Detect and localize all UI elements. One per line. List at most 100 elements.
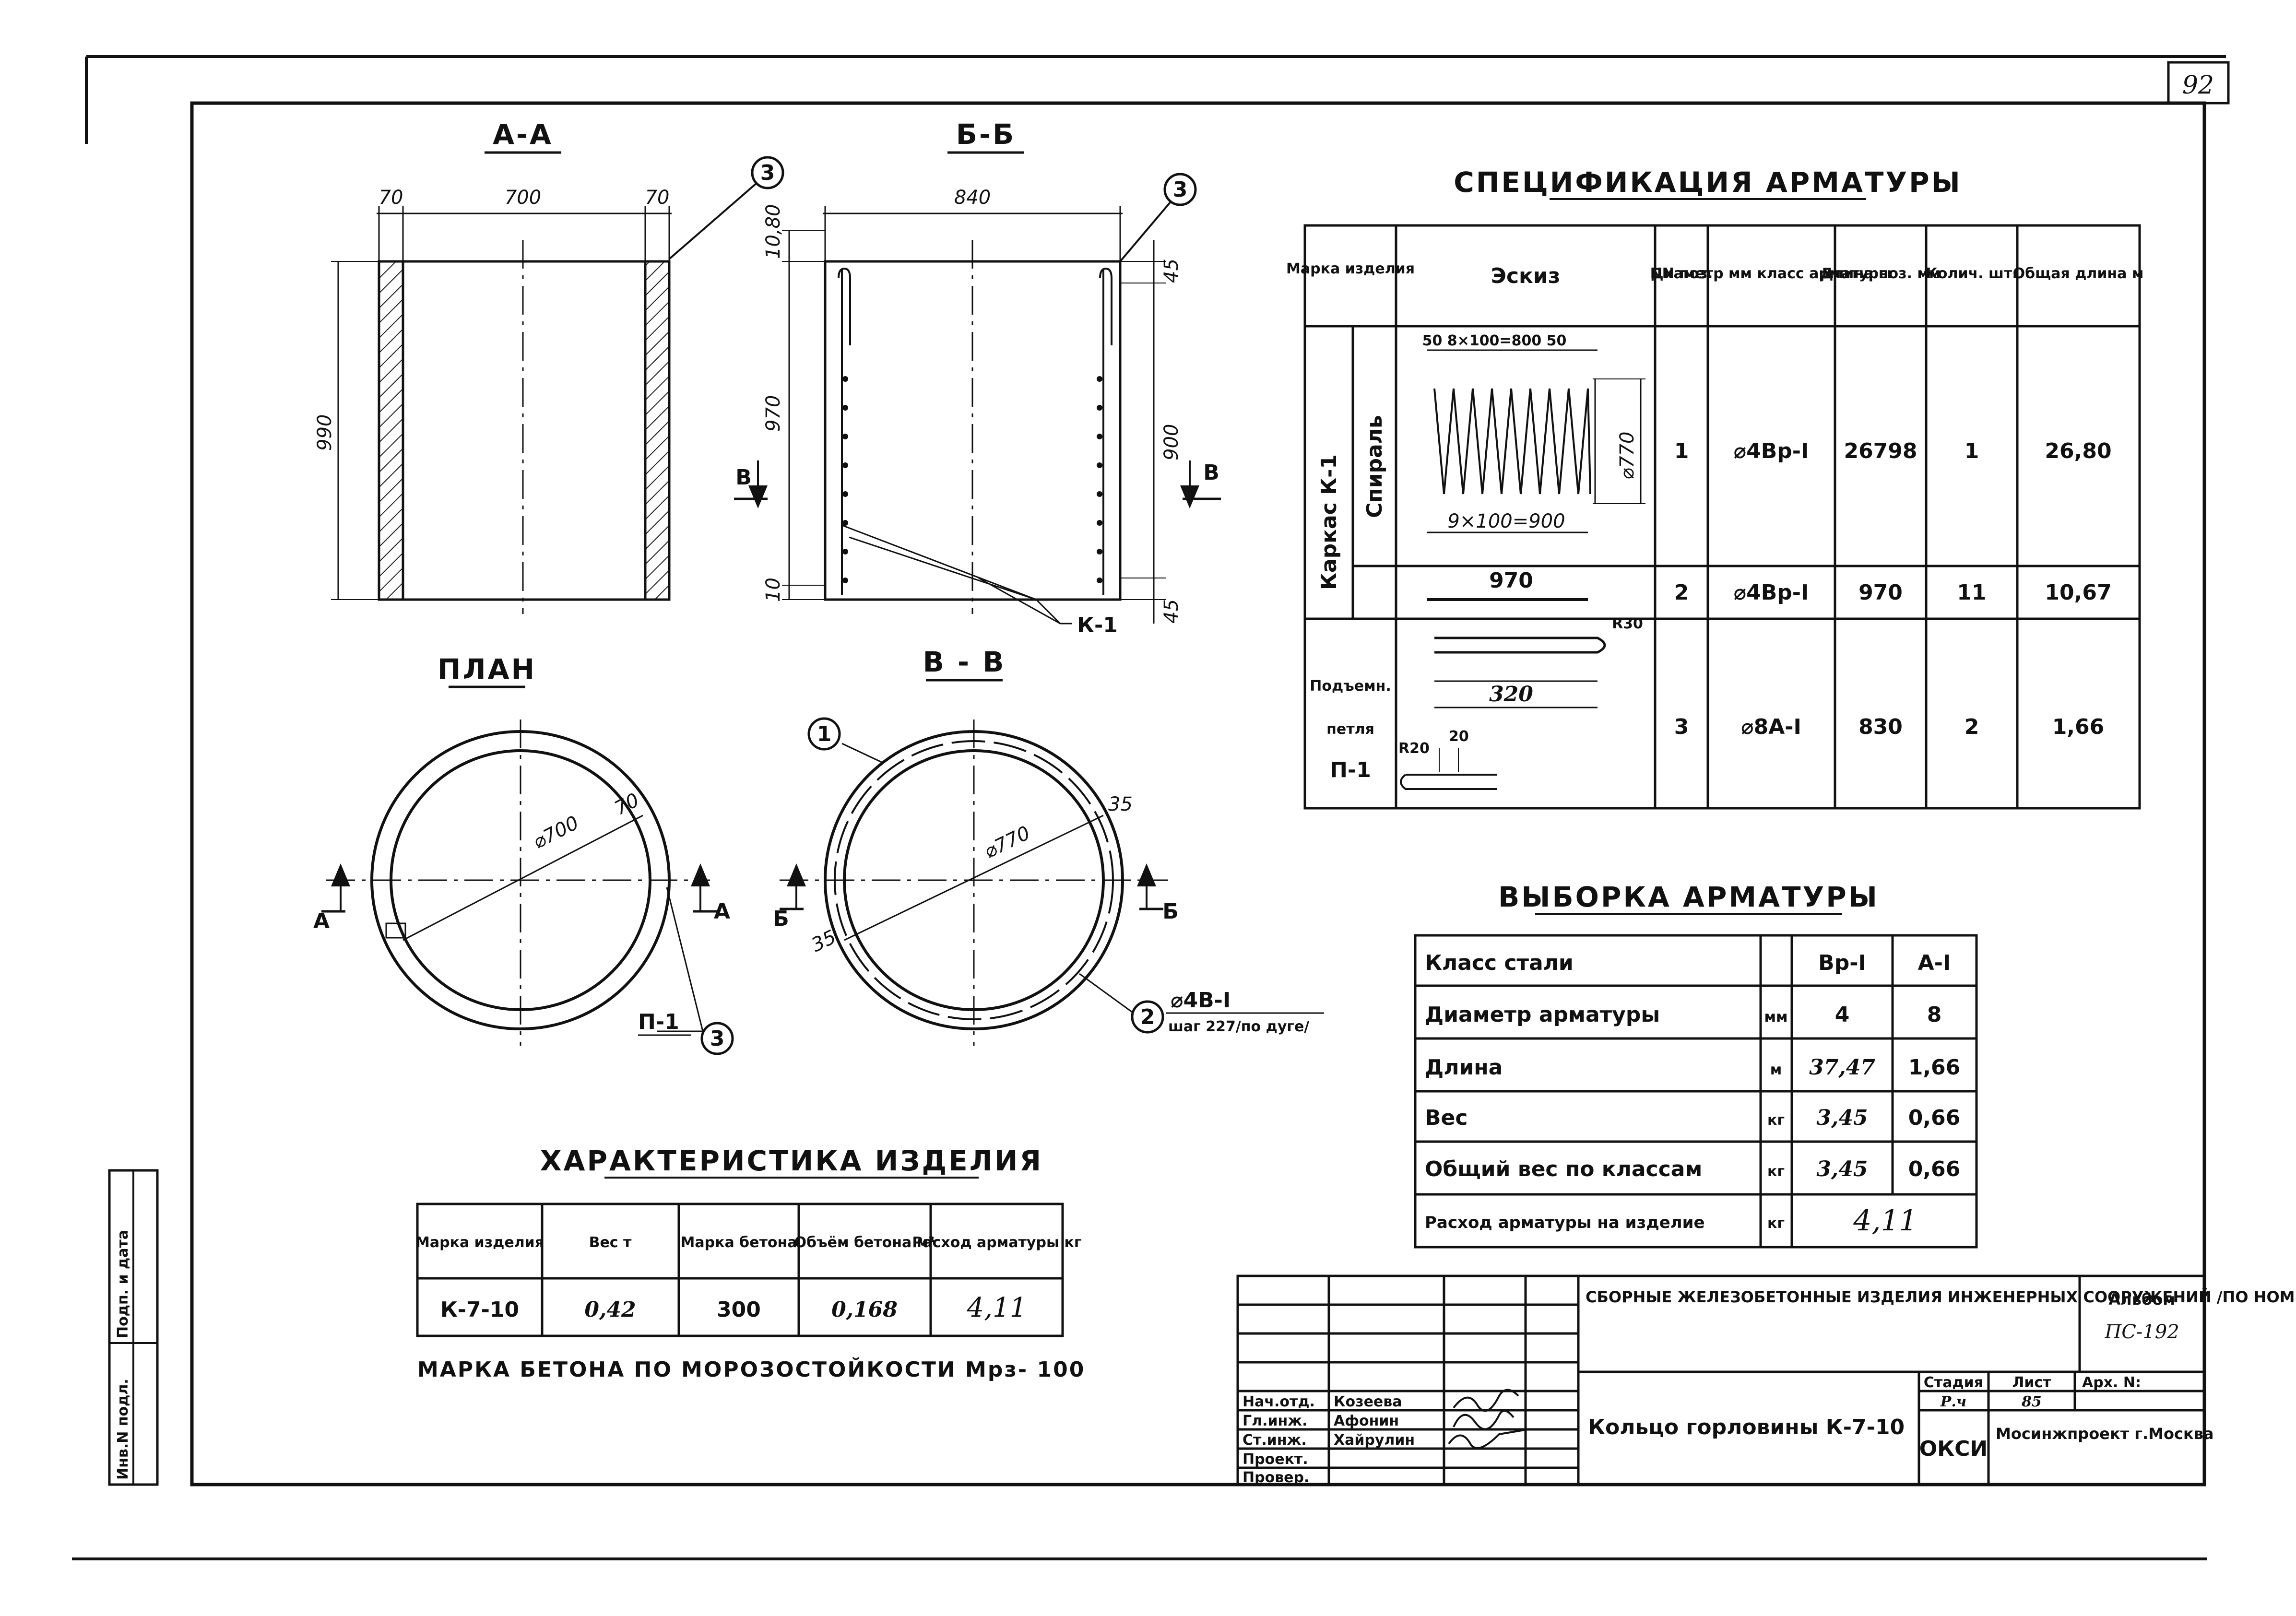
spec-sketch1-diam: ⌀770: [1616, 432, 1638, 480]
spec-hdr-pos: NN поз.: [1650, 265, 1713, 282]
char-val-grade: 300: [717, 1298, 761, 1322]
plan-cut-right: А: [714, 899, 730, 924]
section-bb: Б-Б К-1 840 10,80 970 10: [734, 118, 1221, 637]
spec-hdr-sketch: Эскиз: [1491, 264, 1561, 288]
plan-loop-label: П-1: [638, 1010, 679, 1034]
tb-role-2: Гл.инж.: [1243, 1413, 1307, 1429]
side-stamp-inventory: Инв.N подл.: [115, 1379, 131, 1480]
char-hdr-mark: Марка изделия: [415, 1234, 544, 1251]
char-hdr-grade: Марка бетона: [681, 1234, 797, 1251]
char-frost-note: МАРКА БЕТОНА ПО МОРОЗОСТОЙКОСТИ Мрз- 100: [417, 1356, 1085, 1382]
spec-row2-qty: 11: [1957, 580, 1986, 605]
char-val-rebar: 4,11: [967, 1292, 1027, 1323]
spec-sketch3-length: 320: [1489, 682, 1533, 707]
sel-row1-label: Диаметр арматуры: [1425, 1003, 1660, 1027]
spec-sketch2-length: 970: [1489, 568, 1533, 593]
sel-row4-unit: кг: [1767, 1163, 1785, 1180]
tb-sheet: 85: [2021, 1393, 2042, 1410]
spec-row3-total: 1,66: [2052, 715, 2105, 739]
tb-name-3: Хайрулин: [1334, 1432, 1415, 1449]
spec-title: СПЕЦИФИКАЦИЯ АРМАТУРЫ: [1454, 166, 1962, 199]
spec-hdr-qty: Колич. шт.: [1926, 265, 2017, 282]
spec-group-loop-2: петля: [1326, 721, 1374, 738]
spec-row1-diam: ⌀4Вр-I: [1734, 439, 1809, 463]
sel-row4-v2: 0,66: [1908, 1157, 1961, 1181]
tb-album: ПС-192: [2104, 1321, 2179, 1343]
section-aa-wall-left: [378, 260, 404, 601]
spec-sketch3-loop: [1434, 637, 1606, 654]
tb-signature-3: [1448, 1428, 1528, 1449]
tb-role-3: Ст.инж.: [1243, 1432, 1307, 1449]
tb-role-4: Проект.: [1243, 1451, 1308, 1468]
sel-total-label: Расход арматуры на изделие: [1425, 1213, 1705, 1232]
dim-aa-height: 990: [314, 414, 336, 451]
sel-row3-v1: 3,45: [1816, 1106, 1868, 1130]
selection-table: ВЫБОРКА АРМАТУРЫ Класс стали Вр-I А-I Ди…: [1414, 881, 1978, 1249]
spec-row1-pos: 1: [1674, 439, 1689, 463]
cut-mark-bb-right: В: [1203, 460, 1219, 485]
spec-hdr-diam: Диаметр мм класс арматуры: [1651, 265, 1892, 282]
sel-row1-unit: мм: [1764, 1009, 1787, 1026]
callout-aa-3: 3: [760, 161, 775, 185]
spec-sketch3-gap: 20: [1449, 728, 1469, 745]
callout-bb-3: 3: [1173, 177, 1188, 202]
tb-org: Мосинжпроект г.Москва: [1996, 1425, 2214, 1443]
tb-sheet-label: Лист: [2012, 1374, 2051, 1391]
tb-archive-label: Арх. N:: [2082, 1374, 2141, 1391]
sel-row1-v1: 4: [1835, 1003, 1850, 1027]
tb-name-2: Афонин: [1334, 1413, 1399, 1429]
sheet-frame: [72, 55, 2230, 1560]
char-hdr-weight: Вес т: [589, 1234, 632, 1251]
sel-hdr-label: Класс стали: [1425, 951, 1574, 975]
tb-signature-2: [1453, 1410, 1515, 1430]
spec-sketch1-top: 50 8×100=800 50: [1422, 332, 1567, 349]
sel-row2-v2: 1,66: [1908, 1055, 1961, 1080]
dim-bb-height-left: 970: [762, 395, 784, 432]
characteristics-table: ХАРАКТЕРИСТИКА ИЗДЕЛИЯ Марка изделия Вес…: [415, 1144, 1085, 1382]
spec-row1-length: 26798: [1844, 439, 1917, 463]
vv-dim-diameter: ⌀770: [981, 822, 1033, 863]
sel-row2-label: Длина: [1425, 1055, 1503, 1080]
spec-hdr-mark: Марка изделия: [1286, 260, 1415, 277]
sel-hdr-col1: Вр-I: [1818, 951, 1866, 975]
tb-project-line1: СБОРНЫЕ ЖЕЛЕЗОБЕТОННЫЕ ИЗДЕЛИЯ ИНЖЕНЕРНЫ…: [1586, 1288, 2296, 1306]
spec-row2-pos: 2: [1674, 580, 1689, 605]
vv-cut-left: Б: [773, 907, 789, 931]
dim-bb-outer: 840: [954, 187, 991, 209]
tb-stage-label: Стадия: [1924, 1374, 1983, 1391]
spec-sketch3-r30: R30: [1612, 615, 1643, 632]
section-aa: А-А 70 700 70 990 3: [314, 118, 784, 614]
section-bb-title: Б-Б: [956, 118, 1016, 151]
callout-vv-1: 1: [817, 722, 832, 746]
callout-plan-3: 3: [710, 1026, 725, 1051]
plan-dim-diameter: ⌀700: [530, 812, 582, 853]
spec-sketch3-r20: R20: [1398, 740, 1430, 757]
spec-hdr-length: Длина поз. мм: [1821, 265, 1941, 282]
dim-bb-top-right: 45: [1160, 259, 1183, 283]
spec-row1-total: 26,80: [2045, 439, 2111, 463]
tb-stage: Р.ч: [1940, 1393, 1966, 1410]
callout-vv-2: 2: [1140, 1005, 1155, 1029]
sel-row3-v2: 0,66: [1908, 1106, 1961, 1130]
section-aa-title: А-А: [493, 118, 553, 151]
tb-signature-1: [1453, 1389, 1519, 1412]
dim-aa-wall-left: 70: [379, 187, 403, 209]
tb-drawing-name: Кольцо горловины К-7-10: [1588, 1415, 1905, 1439]
char-hdr-volume: Объём бетона м³: [794, 1234, 935, 1251]
vv-bar-spec: ⌀4В-I: [1171, 988, 1231, 1013]
spec-row3-diam: ⌀8А-I: [1741, 715, 1801, 739]
cut-mark-bb-left: В: [735, 465, 752, 490]
title-block: СБОРНЫЕ ЖЕЛЕЗОБЕТОННЫЕ ИЗДЕЛИЯ ИНЖЕНЕРНЫ…: [1236, 1274, 2296, 1486]
spec-row3-qty: 2: [1965, 715, 1979, 739]
vv-cut-right: Б: [1162, 899, 1179, 924]
spec-group-loop-3: П-1: [1330, 758, 1371, 782]
spec-group-spiral: Спираль: [1362, 415, 1387, 518]
spec-sketch1-bottom: 9×100=900: [1447, 510, 1565, 532]
tb-name-1: Козеева: [1334, 1393, 1402, 1410]
page-number: 92: [2182, 71, 2214, 100]
dim-aa-inner: 700: [505, 187, 541, 209]
char-val-weight: 0,42: [584, 1298, 636, 1322]
tb-album-label: Альбом: [2109, 1290, 2176, 1309]
spec-row2-diam: ⌀4Вр-I: [1734, 580, 1809, 605]
